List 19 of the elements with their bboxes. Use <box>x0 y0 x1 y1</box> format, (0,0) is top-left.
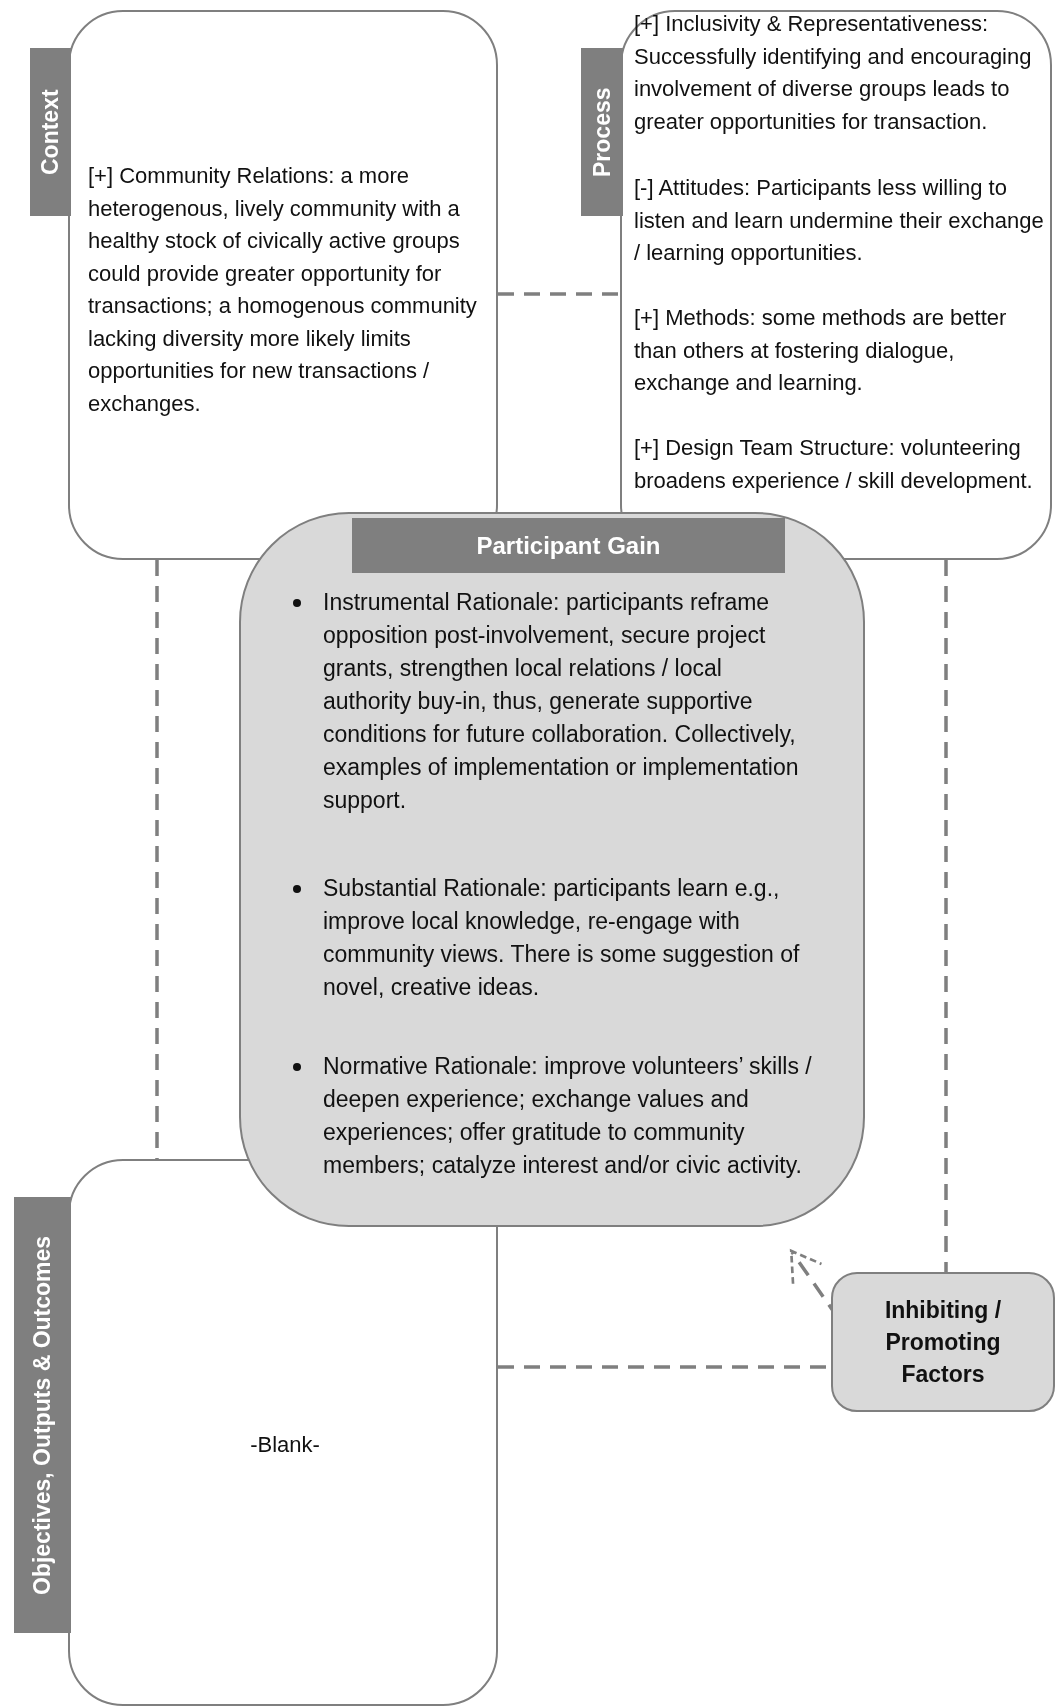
body-text: [+] Community Relations: a more heterogenous, lively community with a healthy stock of civically active groups could provide greater opportunity for transactions; a homogenous community lacking diversity more likely limits opportunities for new transactions / exchanges. <box>88 162 478 418</box>
body-text: [+] Methods: some methods are better than others at fostering dialogue, exchange and learning. <box>634 304 1008 397</box>
bullet-text: Substantial Rationale: participants learn e.g., improve local knowledge, re-engage with community views. There is some suggestion of novel, creative ideas. <box>323 874 801 1002</box>
body-text: [+] Design Team Structure: volunteering broadens experience / skill development. <box>634 434 1034 495</box>
bullet-text: Instrumental Rationale: participants reframe opposition post-involvement, secure project grants, strengthen local relations / local authority buy-in, thus, generate supportive conditions for future collaboration. Collectively, examples of implementation or implementation support. <box>323 588 800 815</box>
rounded-panel <box>239 512 865 1227</box>
section-tab: Context <box>30 48 71 216</box>
section-tab: Process <box>581 48 623 216</box>
placeholder-text: -Blank- <box>249 1431 321 1459</box>
connector-line <box>155 560 159 1159</box>
connector-line <box>944 560 948 1272</box>
body-text: [-] Attitudes: Participants less willing to listen and learn undermine their exchange / learning opportunities. <box>634 174 1044 267</box>
rounded-box <box>831 1272 1055 1412</box>
box-label: Inhibiting / Promoting Factors <box>883 1296 1003 1389</box>
body-text: [+] Inclusivity & Representativeness: Successfully identifying and encouraging involvement of diverse groups leads to greater opportunities for transaction. <box>634 10 1033 136</box>
connector-line <box>498 292 620 296</box>
bullet-text: Normative Rationale: improve volunteers’ skills / deepen experience; exchange values and experiences; offer gratitude to community members; catalyze interest and/or civic activity. <box>323 1052 813 1180</box>
section-tab: Objectives, Outputs & Outcomes <box>14 1197 71 1633</box>
heading-banner: Participant Gain <box>352 518 785 573</box>
